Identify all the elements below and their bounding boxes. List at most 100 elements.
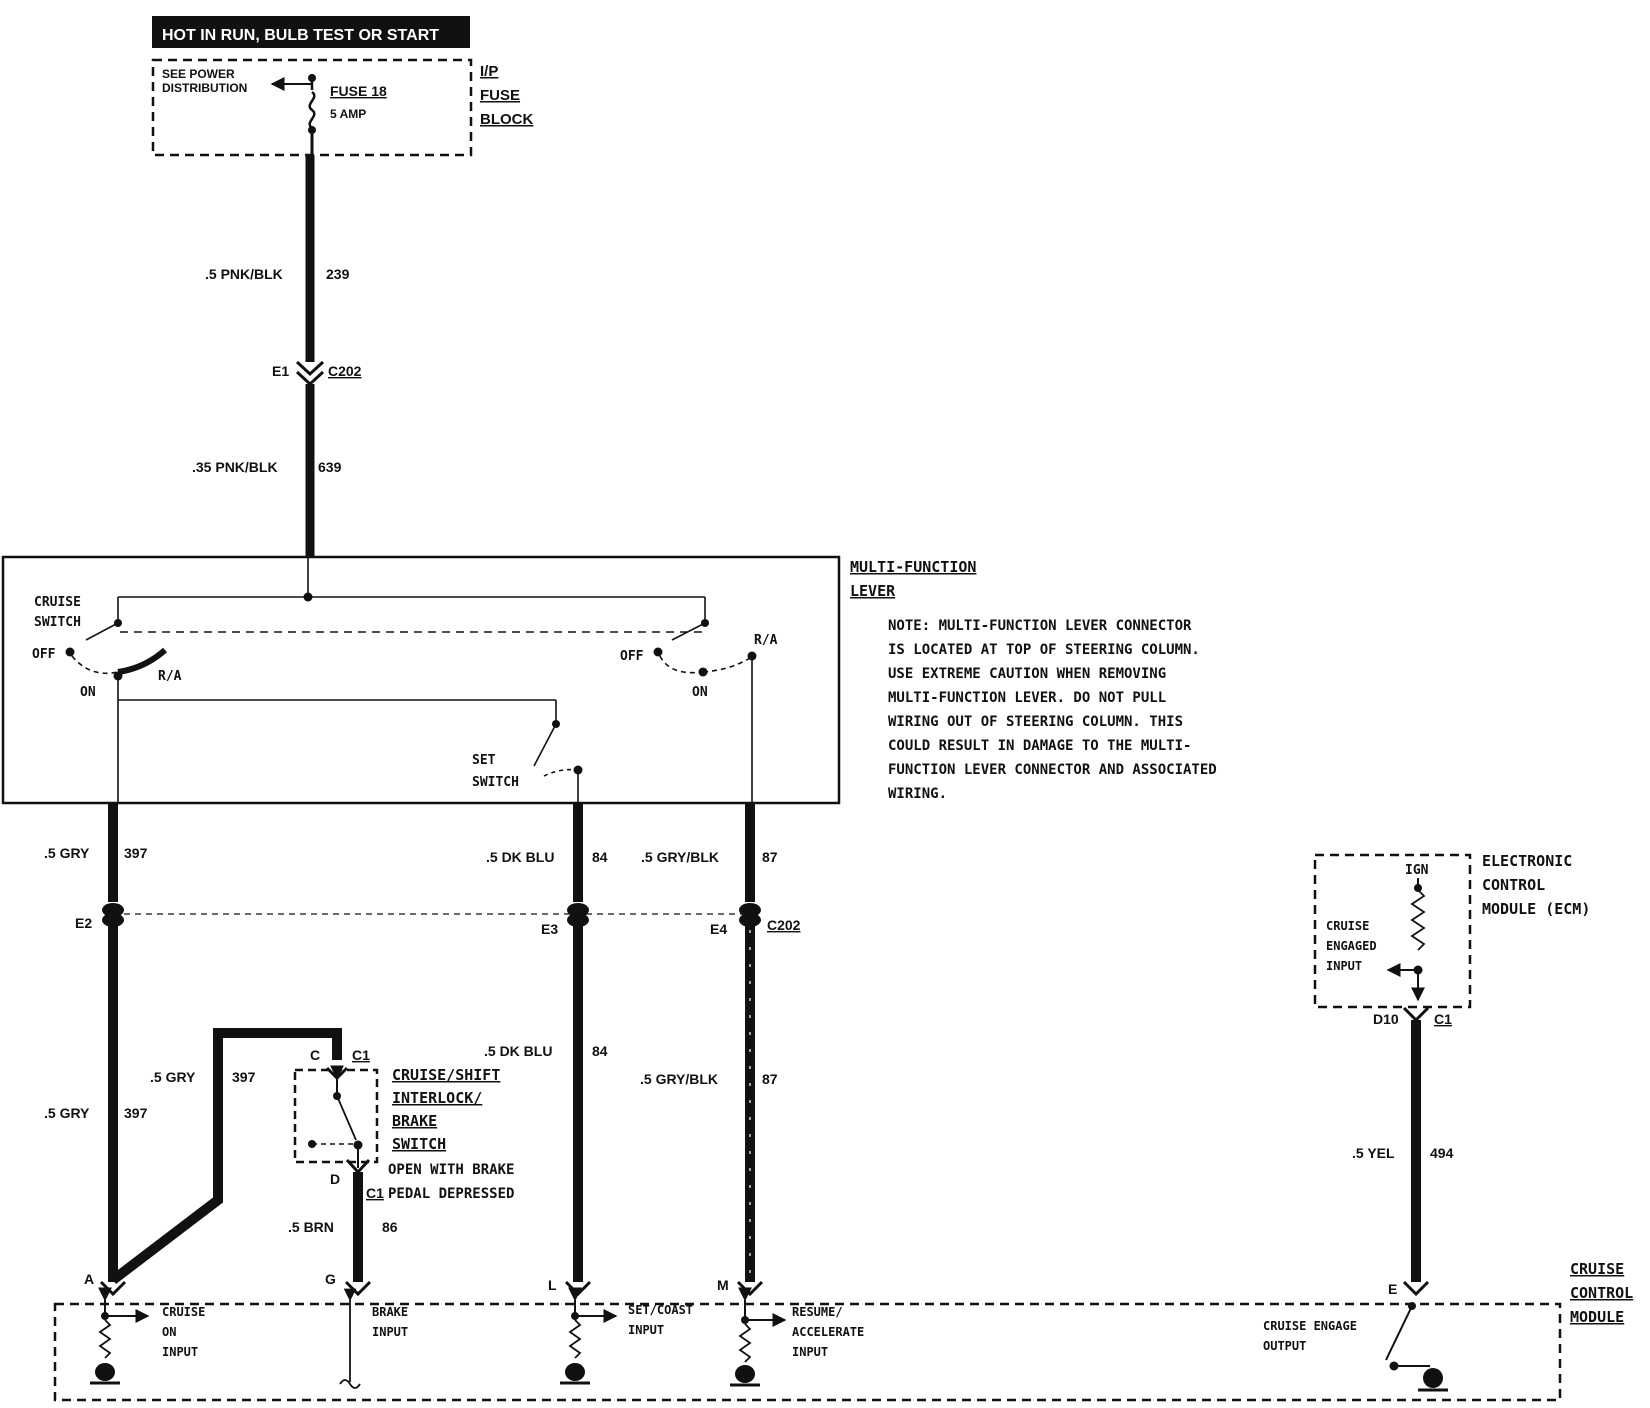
set-switch-label-2: SWITCH bbox=[472, 775, 519, 790]
ccm-label-3: MODULE bbox=[1570, 1308, 1624, 1326]
engage-output-1: CRUISE ENGAGE bbox=[1263, 1319, 1357, 1333]
fuse-block: SEE POWER DISTRIBUTION FUSE 18 5 AMP I/P… bbox=[151, 58, 533, 157]
note-line-1: NOTE: MULTI-FUNCTION LEVER CONNECTOR bbox=[888, 618, 1192, 634]
connector-e1: E1 bbox=[272, 363, 289, 379]
wire-84-top: .5 DK BLU 84 bbox=[486, 803, 608, 902]
mfl-label-1: MULTI-FUNCTION bbox=[850, 558, 976, 576]
wire-494-circuit: 494 bbox=[1430, 1145, 1454, 1161]
connector-c202-bottom: E2 E3 E4 C202 bbox=[75, 903, 801, 937]
ground-a-icon bbox=[95, 1363, 115, 1381]
wire-397-inner-circuit: 397 bbox=[232, 1069, 256, 1085]
fuse-block-label-3: BLOCK bbox=[480, 111, 533, 128]
cruise-control-module: CRUISE CONTROL MODULE A G L M E CRUISE O… bbox=[53, 1260, 1633, 1402]
connector-c1-bottom: C1 bbox=[366, 1185, 384, 1201]
wire-86: .5 BRN 86 bbox=[288, 1172, 398, 1282]
wire-239: .5 PNK/BLK 239 bbox=[205, 155, 350, 362]
ecm-label-3: MODULE (ECM) bbox=[1482, 900, 1590, 918]
brake-switch-label-2: INTERLOCK/ bbox=[392, 1089, 482, 1107]
pin-a: A bbox=[84, 1271, 94, 1287]
wire-239-circuit: 239 bbox=[326, 266, 350, 282]
wire-639-circuit: 639 bbox=[318, 459, 342, 475]
wire-639: .35 PNK/BLK 639 bbox=[192, 384, 342, 558]
brake-switch-label-1: CRUISE/SHIFT bbox=[392, 1066, 500, 1084]
wire-84-bottom: .5 DK BLU 84 bbox=[484, 926, 608, 1282]
header-title: HOT IN RUN, BULB TEST OR START bbox=[162, 27, 439, 44]
wire-494: .5 YEL 494 bbox=[1352, 1020, 1454, 1282]
pin-l: L bbox=[548, 1277, 557, 1293]
pin-e: E bbox=[1388, 1281, 1397, 1297]
resume-1: RESUME/ bbox=[792, 1305, 843, 1319]
wire-397-outer-circuit: 397 bbox=[124, 1105, 148, 1121]
note: NOTE: MULTI-FUNCTION LEVER CONNECTOR IS … bbox=[888, 618, 1217, 802]
ground-e-icon bbox=[1423, 1368, 1443, 1388]
fuse-block-label-1: I/P bbox=[480, 63, 498, 80]
ccm-label-1: CRUISE bbox=[1570, 1260, 1624, 1278]
on-left: ON bbox=[80, 685, 96, 700]
wire-397-inner-color: .5 GRY bbox=[150, 1069, 196, 1085]
pin-m: M bbox=[717, 1277, 729, 1293]
wire-84-bottom-circuit: 84 bbox=[592, 1043, 608, 1059]
connector-c: C bbox=[310, 1047, 320, 1063]
ra-left-arc bbox=[117, 647, 168, 675]
wire-494-color: .5 YEL bbox=[1352, 1145, 1395, 1161]
brake-input-1: BRAKE bbox=[372, 1305, 408, 1319]
note-line-4: MULTI-FUNCTION LEVER. DO NOT PULL bbox=[888, 690, 1166, 706]
wire-397-top: .5 GRY 397 bbox=[44, 803, 148, 902]
wire-397-outer-color: .5 GRY bbox=[44, 1105, 90, 1121]
set-switch-label-1: SET bbox=[472, 753, 496, 768]
wire-87-top: .5 GRY/BLK 87 bbox=[641, 803, 778, 902]
brake-input-2: INPUT bbox=[372, 1325, 408, 1339]
ecm: IGN CRUISE ENGAGED INPUT ELECTRONIC CONT… bbox=[1313, 852, 1590, 1027]
wire-84-top-color: .5 DK BLU bbox=[486, 849, 554, 865]
fuse-symbol bbox=[308, 91, 316, 129]
wire-397-top-circuit: 397 bbox=[124, 845, 148, 861]
ccm-label-2: CONTROL bbox=[1570, 1284, 1633, 1302]
multifunction-lever: MULTI-FUNCTION LEVER CRUISE SWITCH OFF R… bbox=[1, 555, 976, 805]
ecm-label-2: CONTROL bbox=[1482, 876, 1545, 894]
cruise-on-3: INPUT bbox=[162, 1345, 198, 1359]
engage-output-switch bbox=[1385, 1305, 1413, 1361]
see-power-line1: SEE POWER bbox=[162, 67, 235, 81]
set-switch-blade bbox=[533, 723, 557, 767]
connector-c1-ecm: C1 bbox=[1434, 1011, 1452, 1027]
cruise-on-2: ON bbox=[162, 1325, 176, 1339]
connector-c202-bottom-label: C202 bbox=[767, 917, 801, 933]
wire-84-bottom-color: .5 DK BLU bbox=[484, 1043, 552, 1059]
ecm-input-3: INPUT bbox=[1326, 959, 1362, 973]
wire-87-top-circuit: 87 bbox=[762, 849, 778, 865]
see-power-line2: DISTRIBUTION bbox=[162, 81, 247, 95]
ecm-input-1: CRUISE bbox=[1326, 919, 1369, 933]
wire-84-top-circuit: 84 bbox=[592, 849, 608, 865]
mfl-label-2: LEVER bbox=[850, 582, 896, 600]
engage-output-2: OUTPUT bbox=[1263, 1339, 1306, 1353]
ecm-input-2: ENGAGED bbox=[1326, 939, 1377, 953]
off-right: OFF bbox=[620, 649, 644, 664]
brake-switch-label-4: SWITCH bbox=[392, 1135, 446, 1153]
wire-239-color: .5 PNK/BLK bbox=[205, 266, 283, 282]
ground-l-icon bbox=[565, 1363, 585, 1381]
set-coast-1: SET/COAST bbox=[628, 1303, 693, 1317]
wire-397-inner: .5 GRY 397 bbox=[109, 1028, 342, 1284]
fuse-rating: 5 AMP bbox=[330, 107, 366, 121]
right-switch-blade bbox=[671, 622, 706, 641]
note-line-3: USE EXTREME CAUTION WHEN REMOVING bbox=[888, 666, 1166, 682]
wire-397-top-color: .5 GRY bbox=[44, 845, 90, 861]
ecm-ign: IGN bbox=[1405, 863, 1429, 878]
connector-d: D bbox=[330, 1171, 340, 1187]
wire-86-color: .5 BRN bbox=[288, 1219, 334, 1235]
ra-right: R/A bbox=[754, 633, 778, 648]
wire-87-bottom-color: .5 GRY/BLK bbox=[640, 1071, 718, 1087]
connector-e3: E3 bbox=[541, 921, 558, 937]
ground-m-icon bbox=[735, 1365, 755, 1383]
cruise-switch-blade bbox=[85, 622, 119, 641]
wire-87-bottom-circuit: 87 bbox=[762, 1071, 778, 1087]
connector-c1-top: C1 bbox=[352, 1047, 370, 1063]
note-line-6: COULD RESULT IN DAMAGE TO THE MULTI- bbox=[888, 738, 1191, 754]
brake-switch-note-2: PEDAL DEPRESSED bbox=[388, 1186, 514, 1202]
connector-d10: D10 bbox=[1373, 1011, 1399, 1027]
cruise-on-1: CRUISE bbox=[162, 1305, 205, 1319]
off-left: OFF bbox=[32, 647, 56, 662]
connector-e4: E4 bbox=[710, 921, 727, 937]
note-line-7: FUNCTION LEVER CONNECTOR AND ASSOCIATED bbox=[888, 762, 1217, 778]
fuse-name: FUSE 18 bbox=[330, 83, 387, 99]
